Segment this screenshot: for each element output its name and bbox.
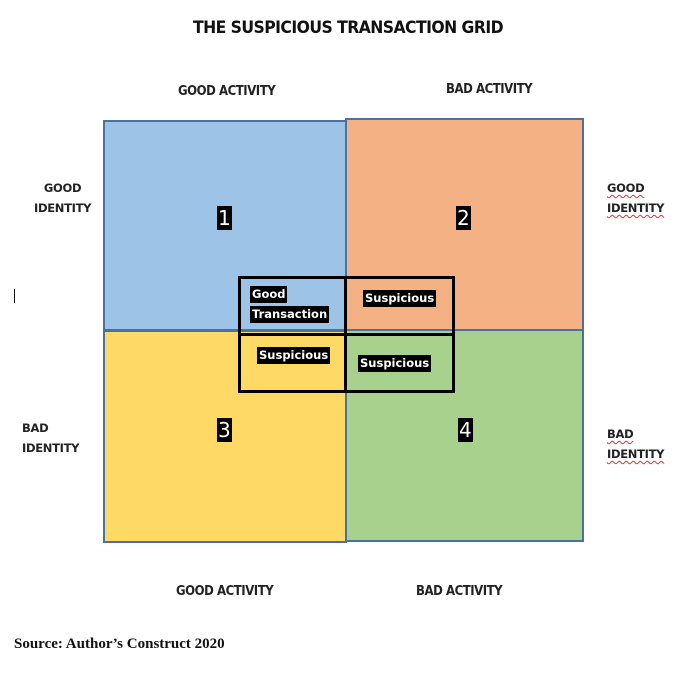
label-line: IDENTITY [34, 201, 92, 215]
label-line: IDENTITY [22, 441, 80, 455]
quadrant-4-number: 4 [458, 418, 473, 442]
overlay-cell-suspicious-bottom-right [344, 333, 455, 393]
good-transaction-tag-line1: Good [250, 286, 288, 303]
quadrant-3-number: 3 [217, 418, 232, 442]
suspicious-tag-bottom-left: Suspicious [257, 347, 331, 364]
quadrant-2-number: 2 [456, 206, 471, 230]
good-transaction-tag-line2: Transaction [250, 306, 330, 323]
suspicious-tag-top-right: Suspicious [363, 290, 437, 307]
source-caption: Source: Author’s Construct 2020 [14, 636, 225, 652]
axis-label-top-bad-activity: BAD ACTIVITY [446, 82, 533, 97]
label-line: GOOD [43, 181, 82, 195]
label-line: IDENTITY [607, 447, 665, 461]
right-bad-identity-label: BAD IDENTITY [607, 424, 665, 464]
diagram-title: THE SUSPICIOUS TRANSACTION GRID [192, 18, 504, 38]
text-cursor [14, 289, 15, 303]
axis-label-top-good-activity: GOOD ACTIVITY [178, 84, 276, 99]
left-bad-identity-label: BAD IDENTITY [22, 418, 80, 458]
axis-label-bottom-bad-activity: BAD ACTIVITY [416, 584, 503, 599]
label-line: IDENTITY [607, 201, 665, 215]
label-line: BAD [607, 427, 634, 441]
suspicious-tag-bottom-right: Suspicious [358, 355, 432, 372]
quadrant-1-number: 1 [217, 206, 232, 230]
axis-label-bottom-good-activity: GOOD ACTIVITY [176, 584, 274, 599]
left-good-identity-label: GOOD IDENTITY [34, 178, 92, 218]
label-line: BAD [22, 421, 49, 435]
label-line: GOOD [607, 181, 645, 195]
right-good-identity-label: GOOD IDENTITY [607, 178, 665, 218]
